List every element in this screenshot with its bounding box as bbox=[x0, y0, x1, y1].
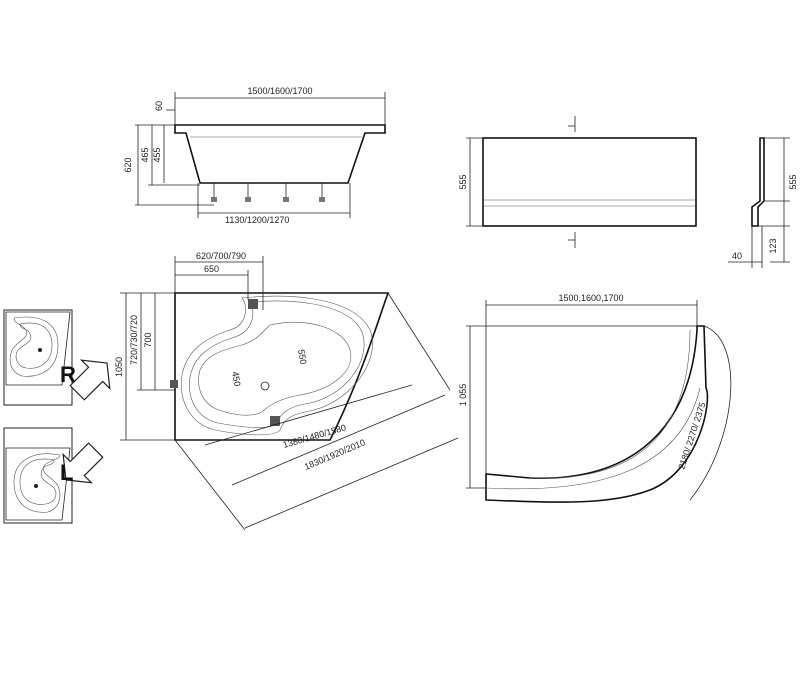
dim-depth-a: 720/730/720 bbox=[129, 315, 139, 365]
dim-depth-b: 700 bbox=[143, 332, 153, 347]
curved-panel-view: 1500,1600,1700 1 055 2180/ 2270/ 2375 bbox=[458, 293, 732, 503]
dim-side-panel-height: 555 bbox=[788, 174, 798, 189]
tub-side-profile bbox=[174, 124, 386, 184]
dim-depth: 40 bbox=[732, 251, 742, 261]
dim-depth: 1050 bbox=[114, 357, 124, 377]
tub-legs bbox=[211, 183, 325, 202]
dim-height-total: 620 bbox=[123, 157, 133, 172]
tub-outline-top bbox=[174, 292, 390, 441]
dim-curved-length: 1500,1600,1700 bbox=[558, 293, 623, 303]
dim-diag-b: 450 bbox=[230, 371, 242, 388]
dim-curved-depth: 1 055 bbox=[458, 384, 468, 407]
dim-panel-height: 555 bbox=[458, 174, 468, 189]
dim-base-length: 1130/1200/1270 bbox=[225, 215, 289, 225]
dim-width-b: 650 bbox=[204, 264, 219, 274]
variant-right-label: R bbox=[60, 362, 76, 387]
dim-height-a: 465 bbox=[140, 147, 150, 162]
curved-panel bbox=[485, 325, 709, 503]
panel-section bbox=[751, 137, 765, 227]
dim-height-b: 455 bbox=[152, 147, 162, 162]
variant-right: R bbox=[3, 309, 111, 406]
panel-front bbox=[482, 137, 697, 227]
dim-outer-length: 1830/1920/2010 bbox=[303, 437, 367, 472]
dim-width-a: 620/700/790 bbox=[196, 251, 246, 261]
variant-left-label: L bbox=[60, 460, 73, 485]
variant-left: L bbox=[3, 427, 104, 524]
side-panel-section: 555 123 40 bbox=[728, 137, 798, 268]
dim-rim: 60 bbox=[154, 101, 164, 111]
dim-diag-a: 550 bbox=[296, 349, 308, 366]
side-view: 1500/1600/1700 60 620 465 455 1130/1200/… bbox=[123, 86, 386, 225]
front-panel-view: 555 bbox=[458, 116, 697, 248]
dim-length: 1500/1600/1700 bbox=[247, 86, 312, 96]
dim-plinth: 123 bbox=[768, 238, 778, 253]
top-view: 620/700/790 650 1050 720/730/720 700 550… bbox=[114, 251, 459, 531]
